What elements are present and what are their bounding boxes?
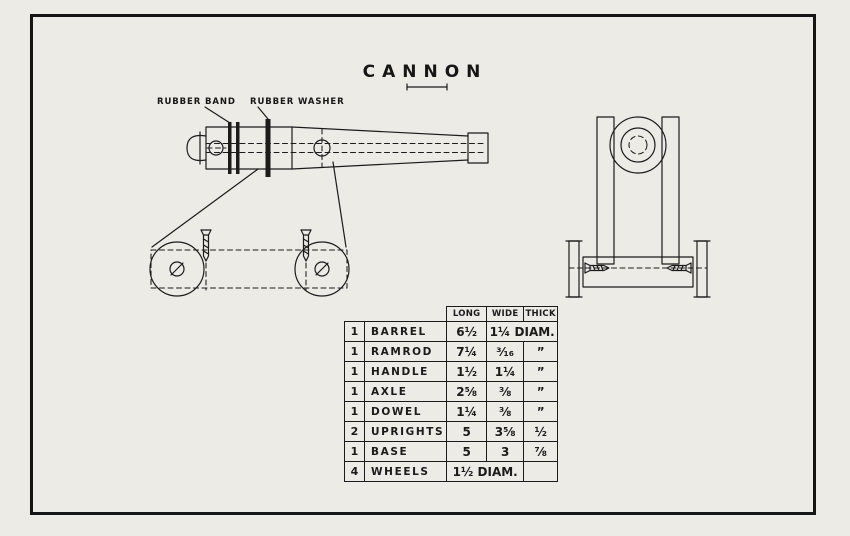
table-cell: ³⁄₁₆	[486, 341, 525, 362]
header-wide: WIDE	[486, 306, 525, 322]
left-wheel	[149, 241, 205, 297]
header-long: LONG	[446, 306, 488, 322]
right-wheel-edge	[693, 240, 711, 298]
table-cell: 1	[344, 381, 365, 402]
table-cell: 1¼	[486, 361, 525, 382]
screw-icon	[300, 229, 312, 291]
rubber-washer-part	[265, 119, 271, 177]
table-cell: 7¼	[446, 341, 488, 362]
cannon-side-view	[151, 119, 489, 248]
table-cell: 3	[486, 441, 525, 462]
rubber-band-part	[228, 122, 232, 174]
table-cell: 3⅝	[486, 421, 525, 442]
table-cell: ⅜	[486, 381, 525, 402]
table-cell: 4	[344, 461, 365, 482]
base-front	[582, 256, 694, 288]
table-cell: HANDLE	[363, 361, 448, 382]
screw-icon	[584, 262, 610, 274]
table-cell: ⅞	[523, 441, 559, 462]
table-cell: ½	[523, 421, 559, 442]
table-header-row: LONG WIDE THICK	[345, 306, 559, 322]
table-cell: 1½	[446, 361, 488, 382]
table-cell: 1¼	[446, 401, 488, 422]
table-cell: 2	[344, 421, 365, 442]
table-cell: 1¼ DIAM.	[486, 321, 559, 342]
page-title: CANNON	[363, 62, 488, 82]
muzzle	[467, 132, 489, 164]
table-cell: BARREL	[363, 321, 448, 342]
table-cell: BASE	[363, 441, 448, 462]
table-cell: WHEELS	[363, 461, 448, 482]
barrel-end	[609, 116, 667, 174]
table-cell: ”	[523, 341, 559, 362]
table-cell: ⅜	[486, 401, 525, 422]
carriage-edge	[332, 161, 347, 248]
right-wheel	[294, 241, 350, 297]
table-cell: AXLE	[363, 381, 448, 402]
header-spacer	[345, 307, 365, 322]
left-upright	[596, 116, 615, 265]
table-cell: 1	[344, 441, 365, 462]
table-cell	[523, 461, 559, 482]
table-cell: 6½	[446, 321, 488, 342]
table-cell: ”	[523, 381, 559, 402]
rubber-band-label: RUBBER BAND	[157, 97, 236, 107]
label-leader-lines	[204, 106, 269, 124]
table-cell: 1½ DIAM.	[446, 461, 525, 482]
border-frame	[30, 14, 816, 515]
screw-icon	[200, 229, 212, 291]
header-thick: THICK	[523, 306, 559, 322]
table-cell: 1	[344, 401, 365, 422]
table-cell: DOWEL	[363, 401, 448, 422]
rubber-washer-label: RUBBER WASHER	[250, 97, 345, 107]
header-spacer	[365, 307, 447, 322]
table-cell: ”	[523, 401, 559, 422]
cannon-front-view	[565, 116, 711, 298]
table-cell: 2⅝	[446, 381, 488, 402]
right-upright	[661, 116, 680, 265]
table-cell: 1	[344, 341, 365, 362]
rubber-band-part	[236, 122, 240, 174]
table-cell: 5	[446, 441, 488, 462]
table-cell: RAMROD	[363, 341, 448, 362]
title-underline	[406, 83, 448, 91]
table-cell: 1	[344, 321, 365, 342]
table-cell: UPRIGHTS	[363, 421, 448, 442]
table-cell: 1	[344, 361, 365, 382]
left-wheel-edge	[565, 240, 583, 298]
barrel-body	[205, 126, 293, 170]
base-plan-view	[149, 229, 350, 297]
table-cell: ”	[523, 361, 559, 382]
carriage-edge	[151, 168, 259, 248]
table-cell: 5	[446, 421, 488, 442]
base-hidden-outline	[150, 249, 348, 289]
cascabel-knob	[186, 134, 207, 162]
